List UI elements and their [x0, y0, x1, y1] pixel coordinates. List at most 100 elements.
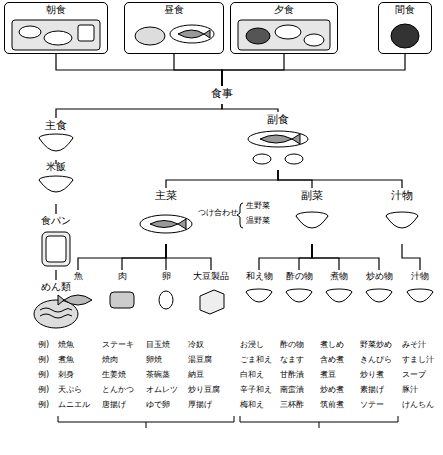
tree-connector: [56, 54, 222, 86]
side-note: つけ合わせ: [198, 208, 238, 218]
tree-connector: [174, 54, 222, 86]
example-cell: 天ぷら: [58, 385, 82, 395]
item-node: 汁物: [402, 270, 438, 316]
example-cell: 茶碗蒸: [146, 370, 170, 380]
category-node: 副菜: [282, 188, 342, 244]
tree-connector: [222, 104, 278, 112]
example-cell: 炒め煮: [320, 385, 344, 395]
example-cell: 煮しめ: [320, 340, 344, 350]
example-cell: 白和え: [240, 370, 264, 380]
example-cell: 納豆: [188, 370, 204, 380]
tree-connector: [55, 204, 56, 214]
item-node: 魚: [58, 270, 98, 316]
meal-box: 昼食: [124, 2, 224, 54]
node-label: 酢の物: [280, 270, 318, 283]
category-node: 副食: [240, 112, 316, 170]
tree-connector: [56, 104, 222, 118]
example-cell: オムレツ: [146, 385, 178, 395]
example-cell: なます: [280, 355, 304, 365]
node-label: 間食: [379, 3, 431, 17]
row-marker: 例): [38, 340, 49, 350]
example-cell: ごま和え: [240, 355, 272, 365]
tree-connector: [278, 170, 402, 188]
side-note: 温野菜: [246, 216, 270, 226]
node-label: 副食: [240, 112, 316, 127]
example-cell: 豚汁: [402, 385, 418, 395]
node-label: 汁物: [376, 188, 428, 203]
node-label: 夕食: [231, 3, 337, 17]
example-cell: 冷奴: [188, 340, 204, 350]
example-cell: ゆで卵: [146, 400, 170, 410]
example-cell: きんぴら: [360, 355, 392, 365]
food-node: 米飯: [30, 160, 82, 204]
example-cell: ソテー: [360, 400, 384, 410]
example-cell: 筑前煮: [320, 400, 344, 410]
example-cell: 含め煮: [320, 355, 344, 365]
tree-connector: [299, 244, 312, 270]
item-node: 卵: [146, 270, 186, 316]
tree-connector: [222, 54, 405, 86]
example-cell: 南蛮漬: [280, 385, 304, 395]
item-node: 肉: [102, 270, 142, 316]
example-cell: 刺身: [58, 370, 74, 380]
tree-connector: [78, 244, 166, 270]
node-label: 主菜: [136, 188, 196, 203]
example-cell: とんかつ: [102, 385, 134, 395]
root-node: 食事: [198, 86, 246, 104]
node-label: 和え物: [240, 270, 278, 283]
node-label: 肉: [102, 270, 142, 283]
node-label: 大豆製品: [188, 270, 234, 283]
example-cell: ムニエル: [58, 400, 90, 410]
example-cell: みそ汁: [402, 340, 426, 350]
example-cell: 三杯酢: [280, 400, 304, 410]
tree-connector: [278, 170, 312, 188]
node-label: 卵: [146, 270, 186, 283]
example-cell: 酢の物: [280, 340, 304, 350]
example-cell: 野菜炒め: [360, 340, 392, 350]
example-cell: ステーキ: [102, 340, 134, 350]
example-cell: 生姜焼: [102, 370, 126, 380]
item-node: 炒め物: [360, 270, 398, 316]
tree-connector: [312, 244, 379, 270]
food-node: めん類: [24, 280, 88, 340]
node-label: 煮物: [320, 270, 358, 283]
node-label: 昼食: [125, 3, 223, 17]
category-node: 主菜: [136, 188, 196, 244]
tree-connector: [402, 244, 420, 270]
row-marker: 例): [38, 355, 49, 365]
example-cell: スープ: [402, 370, 426, 380]
node-label: 炒め物: [360, 270, 398, 283]
example-cell: 厚揚げ: [188, 400, 212, 410]
example-cell: 卵焼: [146, 355, 162, 365]
food-node: 食パン: [28, 214, 84, 270]
example-cell: 梅和え: [240, 400, 264, 410]
node-label: 副菜: [282, 188, 342, 203]
tree-connector: [166, 170, 278, 188]
side-note: 生野菜: [246, 201, 270, 211]
example-cell: けんちん: [402, 400, 434, 410]
example-cell: 湯豆腐: [188, 355, 212, 365]
example-cell: お浸し: [240, 340, 264, 350]
meal-box: 夕食: [230, 2, 338, 54]
node-label: 朝食: [5, 3, 107, 17]
node-label: 汁物: [402, 270, 438, 283]
tree-connector: [122, 244, 166, 270]
node-label: 魚: [58, 270, 98, 283]
tree-connector: [166, 244, 211, 270]
meal-box: 間食: [378, 2, 432, 54]
item-node: 大豆製品: [188, 270, 234, 316]
node-label: 食パン: [28, 214, 84, 228]
example-cell: 煮豆: [320, 370, 336, 380]
row-marker: 例): [38, 370, 49, 380]
meal-box: 朝食: [4, 2, 108, 54]
row-marker: 例): [38, 385, 49, 395]
node-label: めん類: [24, 280, 88, 294]
tree-connector: [312, 244, 339, 270]
example-cell: 炒り豆腐: [188, 385, 220, 395]
example-cell: 辛子和え: [240, 385, 272, 395]
item-node: 酢の物: [280, 270, 318, 316]
example-cell: 甘酢漬: [280, 370, 304, 380]
tree-connector: [55, 270, 56, 280]
node-label: 食事: [198, 86, 246, 101]
